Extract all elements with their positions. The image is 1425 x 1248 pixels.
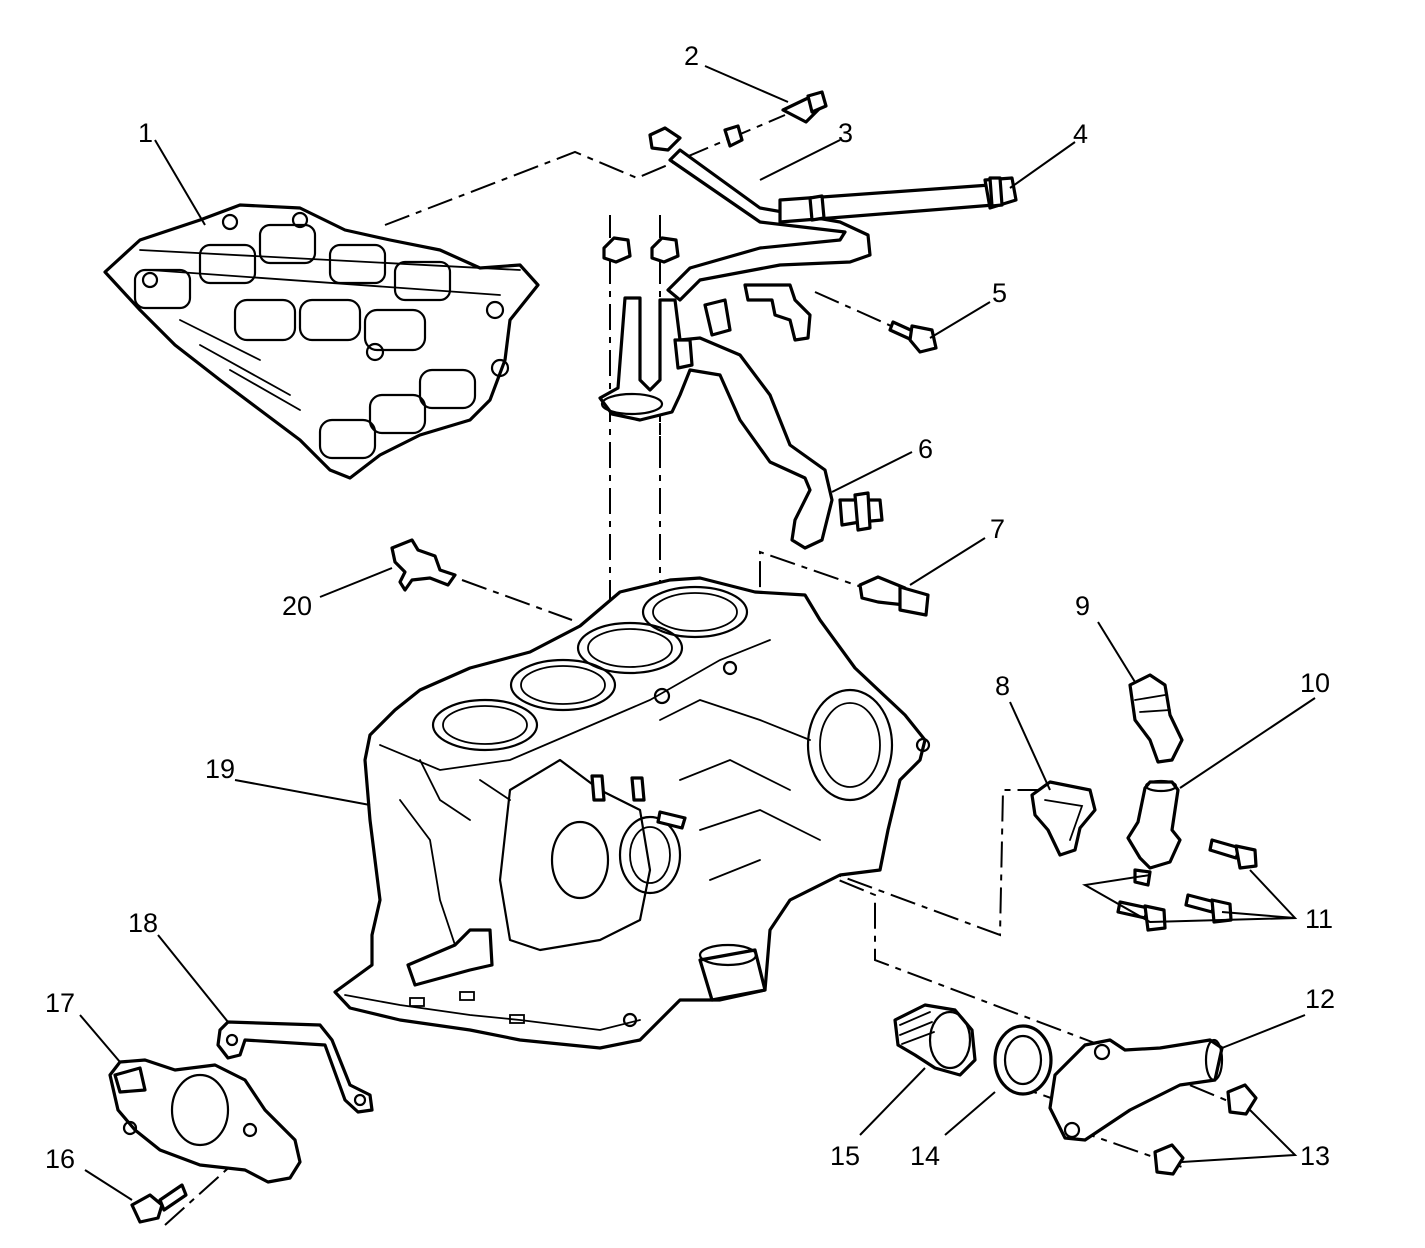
callout-12: 12 bbox=[1305, 984, 1335, 1014]
nuts-13 bbox=[1153, 1083, 1258, 1176]
knock-sensor bbox=[390, 538, 457, 592]
callout-11: 11 bbox=[1305, 904, 1333, 934]
callout-5: 5 bbox=[992, 278, 1007, 308]
callout-17: 17 bbox=[45, 988, 75, 1018]
bolt-2 bbox=[781, 90, 828, 124]
callout-3: 3 bbox=[838, 118, 853, 148]
sensor-7 bbox=[858, 575, 930, 617]
bracket-18 bbox=[216, 1020, 374, 1114]
gasket-8 bbox=[1030, 780, 1097, 857]
bolt-16 bbox=[130, 1183, 188, 1224]
callout-labels: 1 2 3 4 5 6 7 8 9 10 11 12 13 14 15 16 1… bbox=[45, 41, 1335, 1174]
sensor-9 bbox=[1128, 673, 1184, 764]
leader-lines bbox=[79, 65, 1316, 1201]
callout-6: 6 bbox=[918, 434, 933, 464]
water-inlet bbox=[1048, 1038, 1224, 1142]
oil-pump-housing bbox=[108, 1058, 302, 1184]
callout-15: 15 bbox=[830, 1141, 860, 1171]
cylinder-head bbox=[103, 203, 540, 480]
callout-8: 8 bbox=[995, 671, 1010, 701]
callout-20: 20 bbox=[282, 591, 312, 621]
callout-14: 14 bbox=[910, 1141, 940, 1171]
callout-9: 9 bbox=[1075, 591, 1090, 621]
heater-pipe bbox=[648, 124, 1018, 302]
callout-7: 7 bbox=[990, 514, 1005, 544]
callout-2: 2 bbox=[684, 41, 699, 71]
studs bbox=[602, 236, 680, 264]
callout-16: 16 bbox=[45, 1144, 75, 1174]
pipe-bracket bbox=[703, 283, 812, 342]
bolts-11 bbox=[1116, 838, 1258, 932]
seal-ring bbox=[993, 1024, 1053, 1096]
thermostat bbox=[893, 1003, 977, 1077]
callout-4: 4 bbox=[1073, 119, 1088, 149]
water-pipe bbox=[598, 296, 884, 550]
callout-1: 1 bbox=[138, 118, 153, 148]
bolt-5 bbox=[888, 320, 938, 354]
water-outlet bbox=[1126, 779, 1182, 870]
callout-19: 19 bbox=[205, 754, 235, 784]
engine-block bbox=[333, 576, 931, 1050]
callout-13: 13 bbox=[1300, 1141, 1330, 1171]
callout-18: 18 bbox=[128, 908, 158, 938]
callout-10: 10 bbox=[1300, 668, 1330, 698]
